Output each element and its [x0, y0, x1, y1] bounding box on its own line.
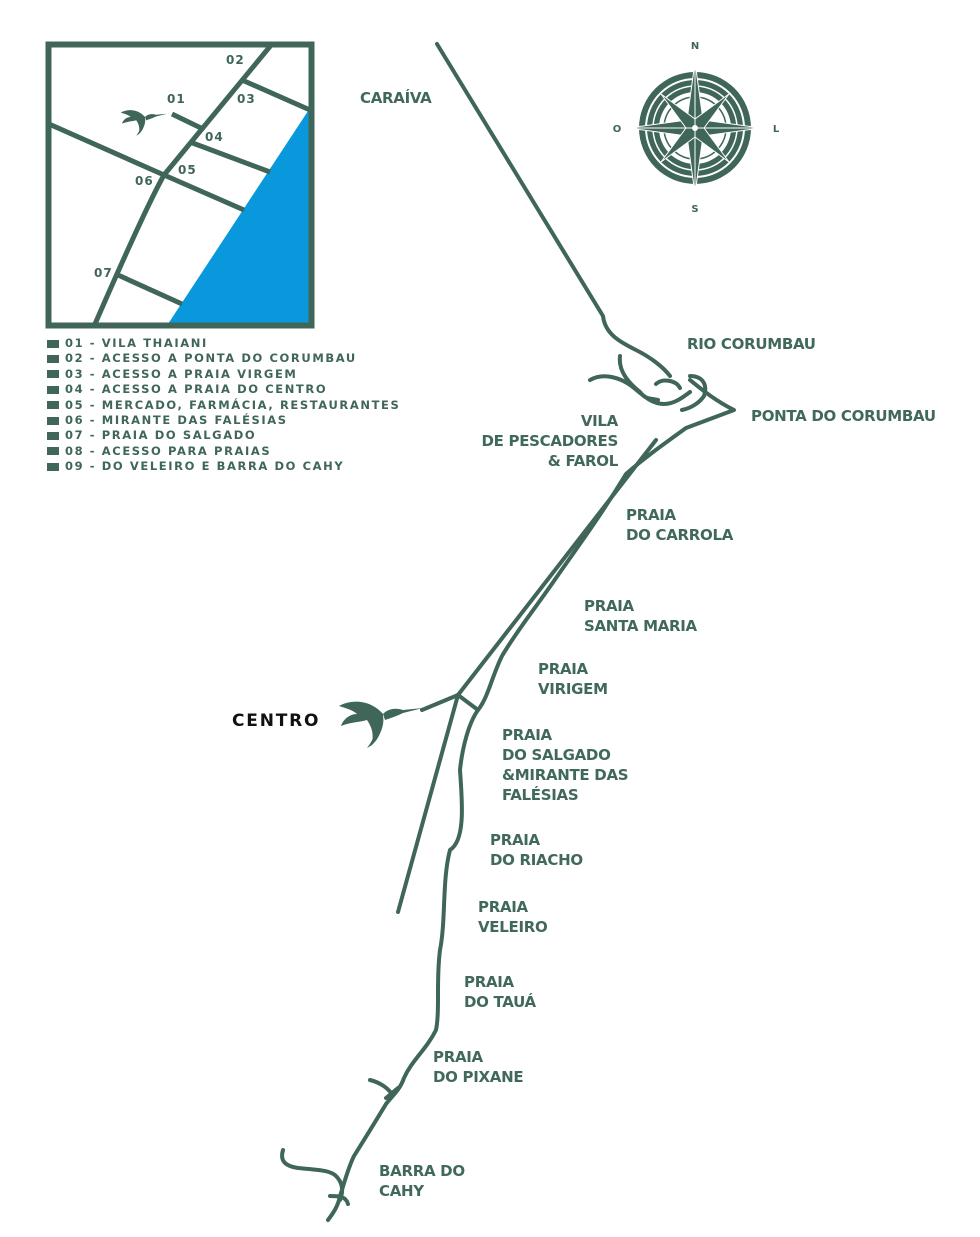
label-praia-virigem: PRAIA VIRIGEM: [538, 660, 608, 698]
inset-road-01: [170, 111, 205, 132]
compass-east-label: L: [773, 124, 780, 135]
inset-label-05: 05: [178, 163, 197, 177]
label-praia-do-pixane: PRAIA DO PIXANE: [433, 1048, 524, 1086]
legend-swatch: [47, 416, 59, 425]
inset-label-02: 02: [226, 53, 245, 67]
label-praia-do-salgado: PRAIA DO SALGADO &MIRANTE DAS FALÉSIAS: [502, 726, 629, 804]
legend-label: 02 - ACESSO A PONTA DO CORUMBAU: [65, 351, 357, 366]
coast-line-north: [435, 42, 672, 378]
legend-item: 01 - VILA THAIANI: [47, 336, 400, 351]
inset-hummingbird-icon: [120, 110, 167, 136]
centro-beach-connector: [456, 693, 480, 712]
legend-item: 08 - ACESSO PARA PRAIAS: [47, 444, 400, 459]
legend-item: 04 - ACESSO A PRAIA DO CENTRO: [47, 382, 400, 397]
legend: 01 - VILA THAIANI 02 - ACESSO A PONTA DO…: [47, 336, 400, 475]
inset-label-06: 06: [135, 174, 154, 188]
river-corumbau: [588, 354, 708, 412]
label-barra-do-cahy: BARRA DO CAHY: [379, 1162, 465, 1200]
legend-item: 06 - MIRANTE DAS FALÉSIAS: [47, 413, 400, 428]
beach-road: [456, 438, 658, 697]
centro-road: [396, 693, 460, 914]
legend-label: 01 - VILA THAIANI: [65, 336, 208, 350]
compass-west-label: O: [613, 124, 622, 135]
legend-label: 03 - ACESSO A PRAIA VIRGEM: [65, 366, 298, 381]
label-praia-do-riacho: PRAIA DO RIACHO: [490, 831, 583, 869]
legend-label: 07 - PRAIA DO SALGADO: [65, 428, 257, 443]
legend-swatch: [47, 370, 59, 379]
legend-label: 05 - MERCADO, FARMÁCIA, RESTAURANTES: [65, 397, 401, 412]
legend-swatch: [47, 462, 59, 471]
inset-label-03: 03: [237, 92, 256, 106]
inset-road-07: [116, 272, 184, 307]
inset-road-06: [47, 121, 246, 213]
label-praia-santa-maria: PRAIA SANTA MARIA: [584, 597, 697, 635]
legend-swatch: [47, 339, 59, 348]
legend-item: 09 - DO VELEIRO E BARRA DO CAHY: [47, 459, 400, 474]
label-centro: CENTRO: [232, 711, 321, 731]
inset-road-04: [189, 139, 271, 175]
label-praia-do-carrola: PRAIA DO CARROLA: [626, 506, 734, 544]
inset-road-03: [240, 77, 312, 113]
inset-main-road: [92, 42, 274, 325]
legend-swatch: [47, 447, 59, 456]
label-ponta-do-corumbau: PONTA DO CORUMBAU: [751, 407, 936, 425]
label-caraiva: CARAÍVA: [360, 89, 432, 107]
legend-swatch: [47, 432, 59, 441]
inset-map: 01 02 03 04 05 06 07: [45, 41, 315, 329]
label-vila-de-pescadores: VILA DE PESCADORES & FAROL: [481, 412, 619, 470]
compass-north-label: N: [691, 41, 699, 52]
inset-water: [168, 108, 310, 324]
compass-rose-icon: [628, 61, 762, 195]
compass-south-label: S: [691, 204, 698, 215]
label-praia-veleiro: PRAIA VELEIRO: [478, 898, 548, 936]
legend-label: 09 - DO VELEIRO E BARRA DO CAHY: [65, 459, 345, 474]
centro-hummingbird-icon: [339, 701, 423, 748]
legend-item: 05 - MERCADO, FARMÁCIA, RESTAURANTES: [47, 398, 400, 413]
legend-swatch: [47, 401, 59, 410]
inset-label-07: 07: [94, 266, 113, 280]
label-rio-corumbau: RIO CORUMBAU: [687, 335, 816, 353]
legend-item: 07 - PRAIA DO SALGADO: [47, 428, 400, 443]
centro-connector: [420, 693, 460, 712]
legend-label: 04 - ACESSO A PRAIA DO CENTRO: [65, 382, 328, 397]
legend-item: 02 - ACESSO A PONTA DO CORUMBAU: [47, 351, 400, 366]
legend-label: 08 - ACESSO PARA PRAIAS: [65, 443, 272, 458]
inset-label-04: 04: [205, 130, 224, 144]
legend-swatch: [47, 355, 59, 364]
pixane-inlet: [368, 1078, 400, 1100]
inset-label-01: 01: [167, 92, 186, 106]
legend-label: 06 - MIRANTE DAS FALÉSIAS: [65, 412, 288, 427]
inset-frame: [45, 41, 315, 329]
legend-swatch: [47, 385, 59, 394]
label-praia-do-taua: PRAIA DO TAUÁ: [464, 973, 536, 1011]
cahy-river: [280, 1148, 350, 1206]
legend-item: 03 - ACESSO A PRAIA VIRGEM: [47, 367, 400, 382]
